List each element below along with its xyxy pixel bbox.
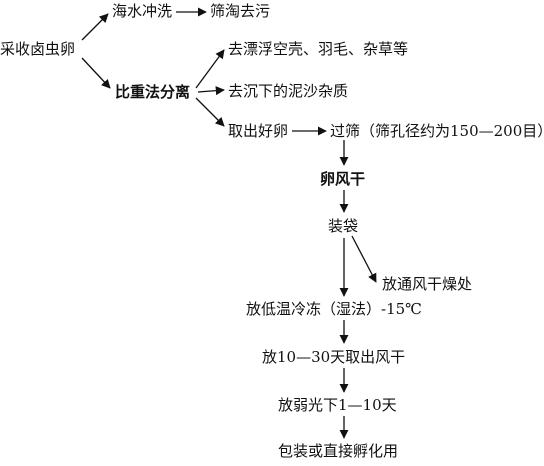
node-collect: 采收卤虫卵 <box>0 40 76 58</box>
arrow-gravity-to-take-eggs <box>195 97 225 127</box>
arrow-gravity-to-remove-float <box>195 49 225 89</box>
node-sieve: 过筛（筛孔径约为150—200目） <box>330 122 544 140</box>
node-remove-sink: 去沉下的泥沙杂质 <box>228 82 349 100</box>
node-ventilated: 放通风干燥处 <box>382 275 473 293</box>
arrow-gravity-to-remove-sink <box>197 86 225 96</box>
node-sieve-dirt: 筛淘去污 <box>210 2 271 20</box>
arrow-collect-to-gravity <box>81 57 111 89</box>
node-days-dry: 放10—30天取出风干 <box>262 348 406 366</box>
node-gravity: 比重法分离 <box>115 83 191 101</box>
node-take-eggs: 取出好卵 <box>228 122 289 140</box>
node-package: 包装或直接孵化用 <box>278 442 399 460</box>
node-bagging: 装袋 <box>328 217 359 235</box>
arrow-collect-to-seawater <box>81 13 109 41</box>
node-seawater: 海水冲洗 <box>112 2 173 20</box>
node-air-dry: 卵风干 <box>320 170 366 188</box>
node-weak-light: 放弱光下1—10天 <box>278 396 397 414</box>
node-freeze: 放低温冷冻（湿法）-15℃ <box>246 300 422 318</box>
node-remove-float: 去漂浮空壳、羽毛、杂草等 <box>228 40 409 58</box>
arrow-bagging-to-ventilated <box>351 235 377 283</box>
